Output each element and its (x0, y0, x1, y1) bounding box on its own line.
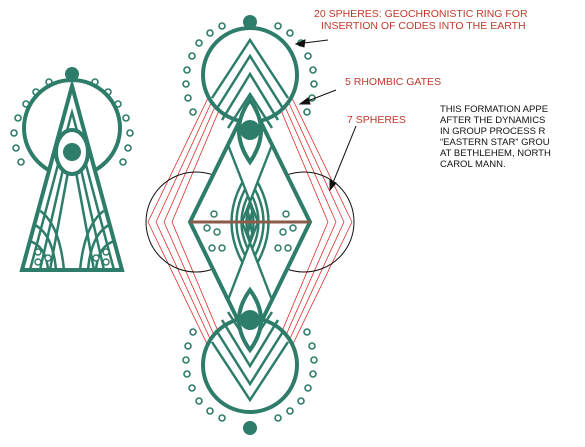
eye-bottom (237, 286, 263, 354)
center-sphere-bottom (240, 310, 260, 330)
small-top-sphere (65, 67, 79, 81)
description-line-3: IN GROUP PROCESS R (440, 126, 546, 137)
description-line-1: THIS FORMATION APPE (440, 104, 549, 115)
center-sphere-top (240, 120, 260, 140)
annotation-arrows (294, 39, 357, 192)
bottom-sphere (243, 421, 257, 435)
description-line-5: AT BETHLEHEM, NORTH (440, 148, 551, 159)
description-line-6: CAROL MANN. (440, 159, 506, 170)
small-formation (10, 67, 134, 272)
bottom-ring-dots (182, 328, 318, 422)
label-rhombic-gates: 5 RHOMBIC GATES (345, 76, 442, 88)
label-20-spheres-line1: 20 SPHERES: GEOCHRONISTIC RING FOR (314, 8, 528, 20)
label-20-spheres-line2: INSERTION OF CODES INTO THE EARTH (321, 20, 526, 32)
top-sphere (243, 15, 257, 29)
description-line-2: AFTER THE DYNAMICS (440, 115, 546, 126)
label-7-spheres: 7 SPHERES (347, 114, 406, 126)
top-ring-dots (182, 22, 318, 116)
description-line-4: “EASTERN STAR” GROU (440, 137, 550, 148)
small-center-sphere (63, 143, 81, 161)
eye-top (237, 96, 263, 166)
diamond-dots (203, 210, 297, 252)
large-formation (182, 15, 318, 435)
